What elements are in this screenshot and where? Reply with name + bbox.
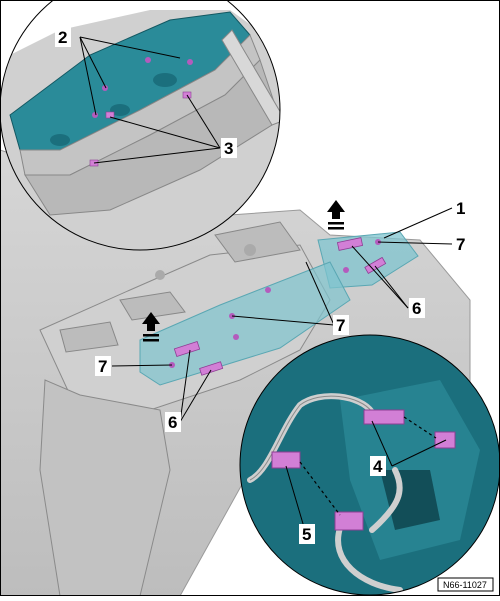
direction-arrow-icon [327, 200, 345, 230]
callout-6-right: 6 [412, 299, 421, 318]
callout-4: 4 [373, 457, 383, 476]
insulation-panel-1 [139, 231, 419, 386]
callout-3: 3 [224, 139, 233, 158]
callout-1: 1 [456, 199, 465, 218]
callout-7-left: 7 [98, 357, 107, 376]
direction-arrow-icon [142, 312, 160, 342]
reference-code: N66-11027 [443, 580, 487, 590]
callout-2: 2 [58, 28, 67, 47]
reference-code-box [437, 577, 494, 592]
callout-6-left: 6 [168, 413, 177, 432]
detail-view-top [0, 0, 281, 251]
callout-7-middle: 7 [336, 316, 345, 335]
callout-7-right: 7 [456, 235, 465, 254]
callout-backgrounds [55, 27, 469, 544]
leader-lines [79, 36, 453, 535]
callout-5: 5 [302, 525, 311, 544]
